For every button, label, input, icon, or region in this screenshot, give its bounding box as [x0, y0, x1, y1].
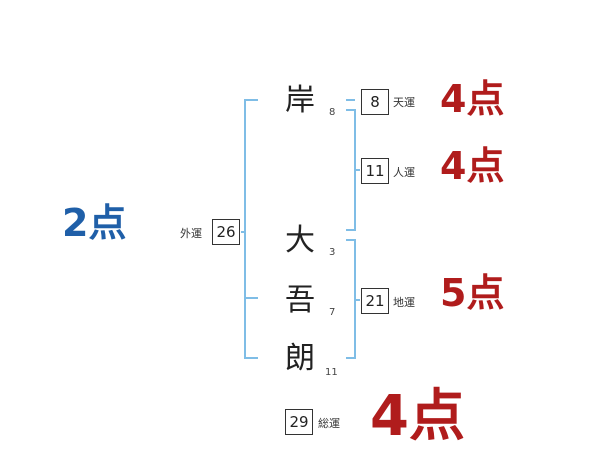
chikaku-bracket [346, 239, 356, 359]
name-char-1: 岸 [285, 83, 315, 118]
gaikaku-label: 外運 [180, 227, 202, 240]
stroke-count-2: 3 [329, 247, 336, 258]
name-char-4: 朗 [285, 341, 315, 376]
jinkaku-bracket [346, 109, 356, 231]
chikaku-label: 地運 [393, 296, 415, 309]
soukaku-score: 4点 [370, 384, 465, 449]
soukaku-value: 29 [285, 409, 313, 435]
name-char-3: 吾 [285, 283, 315, 318]
gaikaku-value: 26 [212, 219, 240, 245]
stroke-count-4: 11 [325, 367, 338, 378]
jinkaku-score: 4点 [440, 144, 505, 188]
gaikaku-score: 2点 [62, 201, 127, 245]
chikaku-score: 5点 [440, 271, 505, 315]
name-char-2: 大 [285, 223, 315, 258]
gaikaku-bracket [244, 99, 258, 359]
tenkaku-value: 8 [361, 89, 389, 115]
chikaku-value: 21 [361, 288, 389, 314]
jinkaku-label: 人運 [393, 166, 415, 179]
soukaku-label: 総運 [318, 417, 340, 430]
tenkaku-label: 天運 [393, 96, 415, 109]
stroke-count-1: 8 [329, 107, 336, 118]
jinkaku-value: 11 [361, 158, 389, 184]
stroke-count-3: 7 [329, 307, 336, 318]
tenkaku-score: 4点 [440, 77, 505, 121]
